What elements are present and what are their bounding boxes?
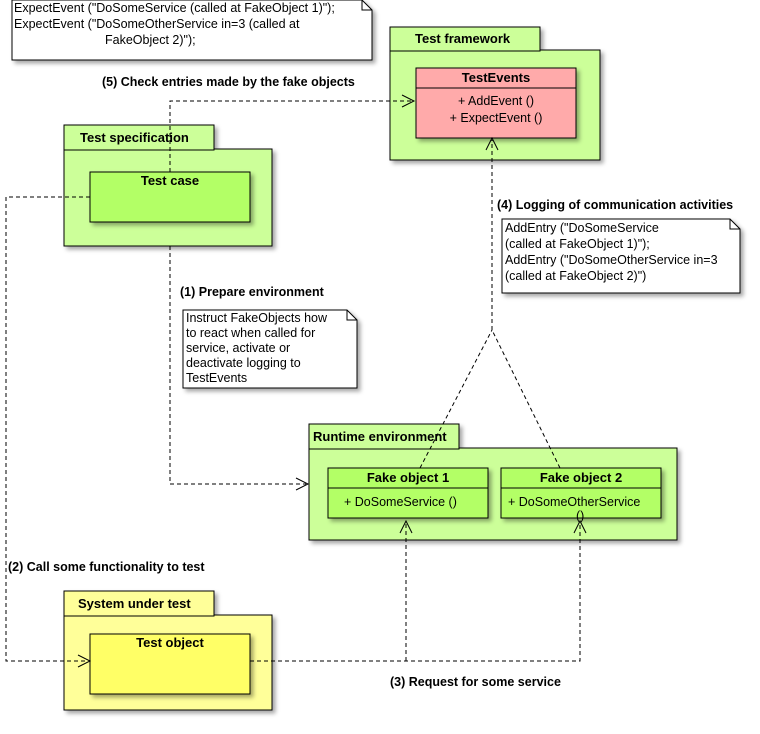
label-step-1: (1) Prepare environment bbox=[180, 285, 325, 299]
note-add-line-1: AddEntry ("DoSomeService bbox=[505, 221, 659, 235]
arrowhead-test-events-bottom bbox=[485, 136, 499, 151]
svg-text:Instruct FakeObjects how: Instruct FakeObjects how to react when c… bbox=[186, 311, 331, 385]
class-name-fake-object-2: Fake object 2 bbox=[540, 470, 622, 485]
note-add-entries: AddEntry ("DoSomeService (called at Fake… bbox=[501, 218, 741, 294]
package-title-runtime-environment: Runtime environment bbox=[313, 429, 447, 444]
arrowhead-test-object bbox=[77, 654, 92, 668]
note-instruct-line-5: TestEvents bbox=[186, 371, 247, 385]
arrowhead-runtime-environment bbox=[295, 477, 310, 491]
connector-logging-fake-1 bbox=[419, 329, 493, 469]
label-step-3: (3) Request for some service bbox=[390, 675, 561, 689]
package-title-test-framework: Test framework bbox=[415, 31, 511, 46]
note-expect-events: ExpectEvent ("DoSomeService (called at F… bbox=[11, 0, 373, 61]
svg-text:AddEntry ("DoSomeService: AddEntry ("DoSomeService (called at Fake… bbox=[505, 221, 721, 283]
class-test-events: TestEvents + AddEvent () + ExpectEvent (… bbox=[415, 67, 577, 139]
connector-call-functionality bbox=[5, 196, 90, 662]
label-step-2: (2) Call some functionality to test bbox=[8, 560, 205, 574]
svg-text:ExpectEvent ("DoSomeService (c: ExpectEvent ("DoSomeService (called at F… bbox=[14, 1, 338, 47]
label-step-5: (5) Check entries made by the fake objec… bbox=[102, 75, 355, 89]
method-do-some-other-service: + DoSomeOtherService bbox=[508, 495, 640, 509]
note-add-line-3: AddEntry ("DoSomeOtherService in=3 bbox=[505, 253, 718, 267]
package-title-test-specification: Test specification bbox=[80, 130, 189, 145]
class-fake-object-1: Fake object 1 + DoSomeService () bbox=[327, 467, 489, 519]
class-name-test-events: TestEvents bbox=[462, 70, 530, 85]
connector-check-entries bbox=[169, 100, 412, 172]
note-instruct-line-2: to react when called for bbox=[186, 326, 315, 340]
class-name-test-case: Test case bbox=[141, 173, 199, 188]
method-expect-event: + ExpectEvent () bbox=[450, 111, 543, 125]
method-add-event: + AddEvent () bbox=[458, 94, 534, 108]
note-expect-line-1: ExpectEvent ("DoSomeService (called at F… bbox=[14, 1, 335, 15]
note-expect-line-3: FakeObject 2)"); bbox=[105, 33, 196, 47]
connector-logging-fake-2 bbox=[491, 329, 561, 469]
connector-prepare-environment bbox=[169, 246, 306, 485]
label-step-4: (4) Logging of communication activities bbox=[497, 198, 733, 212]
arrowhead-fake-object-2 bbox=[573, 519, 587, 534]
connector-request-service bbox=[250, 522, 581, 662]
arrowhead-test-events-left bbox=[401, 94, 416, 108]
class-test-object: Test object bbox=[89, 633, 251, 695]
class-test-case: Test case bbox=[89, 171, 251, 223]
note-instruct-line-3: service, activate or bbox=[186, 341, 290, 355]
class-name-fake-object-1: Fake object 1 bbox=[367, 470, 449, 485]
note-expect-line-2: ExpectEvent ("DoSomeOtherService in=3 (c… bbox=[14, 17, 300, 31]
note-add-line-2: (called at FakeObject 1)"); bbox=[505, 237, 650, 251]
method-do-some-service: + DoSomeService () bbox=[344, 495, 457, 509]
note-instruct: Instruct FakeObjects how to react when c… bbox=[182, 309, 358, 389]
arrowhead-fake-object-1 bbox=[399, 519, 413, 534]
method-do-some-other-service-parens: () bbox=[576, 509, 584, 523]
note-add-line-4: (called at FakeObject 2)") bbox=[505, 269, 646, 283]
note-instruct-line-1: Instruct FakeObjects how bbox=[186, 311, 328, 325]
class-name-test-object: Test object bbox=[136, 635, 204, 650]
note-instruct-line-4: deactivate logging to bbox=[186, 356, 301, 370]
class-fake-object-2: Fake object 2 + DoSomeOtherService () bbox=[500, 467, 662, 523]
package-title-system-under-test: System under test bbox=[78, 596, 191, 611]
